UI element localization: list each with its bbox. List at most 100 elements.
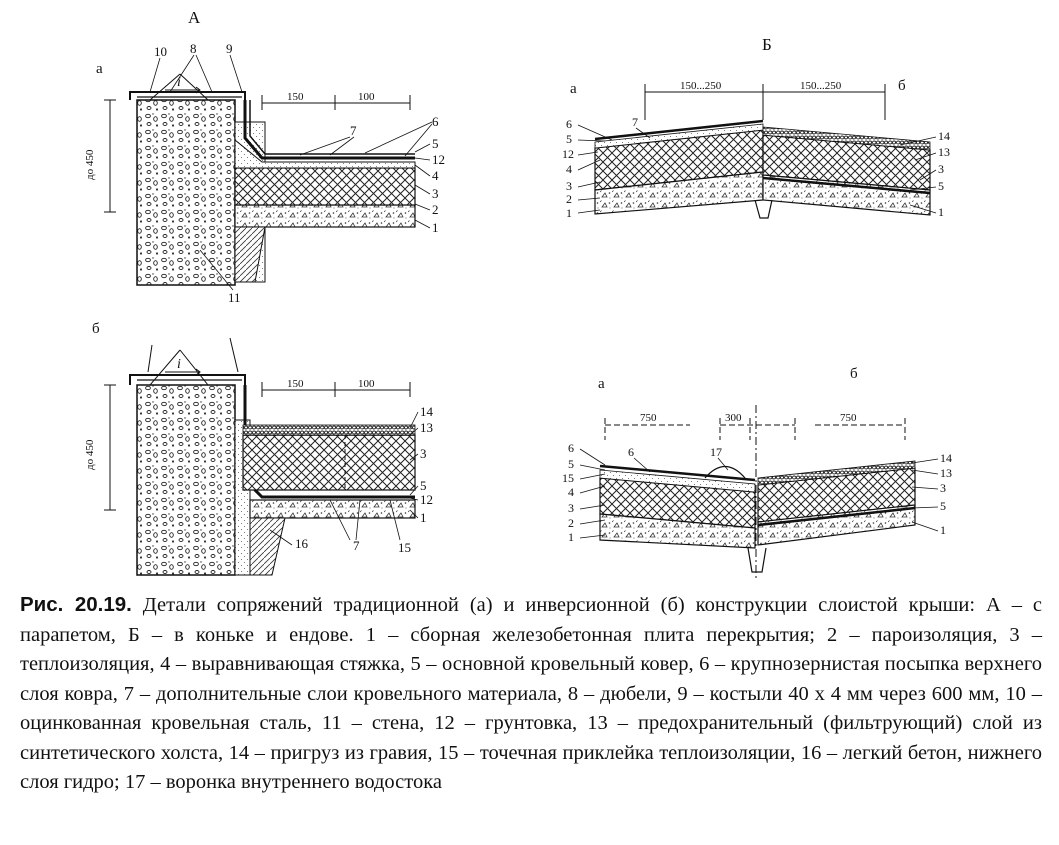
caption-text: Детали сопряжений традиционной (а) и инв… bbox=[20, 594, 1042, 793]
callout: 2 bbox=[432, 202, 439, 217]
detail-B-b-label: б bbox=[898, 78, 906, 94]
dim-vertical bbox=[104, 384, 116, 511]
callout: 7 bbox=[353, 538, 360, 553]
callout: 4 bbox=[566, 162, 572, 176]
callout: 16 bbox=[295, 536, 309, 551]
leader-lines-A-a bbox=[149, 54, 433, 291]
dim-100: 100 bbox=[358, 91, 375, 103]
callout: 5 bbox=[432, 136, 439, 151]
slab bbox=[249, 499, 416, 519]
parapet-wall bbox=[136, 99, 236, 286]
panel-A-title: А bbox=[188, 8, 201, 27]
callout: 5 bbox=[940, 499, 946, 513]
light-concrete bbox=[249, 517, 286, 576]
callouts-B-a: 6 5 12 4 3 2 1 7 14 13 3 5 1 bbox=[562, 115, 950, 220]
membrane-right bbox=[762, 176, 931, 195]
callout: 7 bbox=[632, 115, 638, 129]
callout: 3 bbox=[938, 162, 944, 176]
dim-label: 300 bbox=[725, 412, 742, 424]
slope-label: i bbox=[177, 75, 181, 90]
callout: 11 bbox=[228, 290, 241, 305]
slab-right bbox=[762, 174, 931, 216]
dim-valley bbox=[604, 418, 906, 440]
dim-horizontal bbox=[261, 95, 411, 110]
callout: 14 bbox=[940, 451, 952, 465]
detail-B-top: Б а б 150...250 150...250 6 5 12 4 3 2 1… bbox=[562, 35, 950, 220]
callout: 3 bbox=[940, 481, 946, 495]
callout: 1 bbox=[940, 523, 946, 537]
leader-lines-B-a bbox=[577, 124, 937, 214]
dim-150: 150 bbox=[287, 91, 304, 103]
callout: 13 bbox=[938, 145, 950, 159]
callout: 17 bbox=[710, 445, 722, 459]
callout: 5 bbox=[566, 132, 572, 146]
callout: 10 bbox=[154, 44, 167, 59]
leader-lines-A-b bbox=[269, 411, 419, 546]
callout: 9 bbox=[226, 41, 233, 56]
callout: 12 bbox=[562, 147, 574, 161]
dim-ridge bbox=[644, 84, 886, 120]
steel-flashing bbox=[129, 374, 246, 395]
callout: 3 bbox=[566, 179, 572, 193]
dim-100: 100 bbox=[358, 378, 375, 390]
roof-junction-figure: А а i до 450 150 100 10 8 9 bbox=[84, 8, 952, 580]
callout: 6 bbox=[566, 117, 572, 131]
callout: 1 bbox=[566, 206, 572, 220]
callout: 15 bbox=[398, 540, 411, 555]
insulation bbox=[234, 167, 416, 206]
callout: 14 bbox=[938, 129, 950, 143]
gravel-ballast bbox=[242, 424, 416, 436]
callout: 1 bbox=[568, 530, 574, 544]
detail-A-a-label: а bbox=[96, 61, 103, 77]
steel-flashing bbox=[129, 91, 246, 112]
detail-A-a: А а i до 450 150 100 10 8 9 bbox=[84, 8, 445, 305]
detail-B-b2-label: б bbox=[850, 366, 858, 382]
detail-A-b: б i до 450 150 100 14 13 3 5 12 1 bbox=[84, 321, 434, 576]
insulation bbox=[242, 434, 416, 491]
callout: 7 bbox=[350, 123, 357, 138]
membrane-left bbox=[599, 464, 756, 482]
detail-B-bottom: а б 750 300 750 6 5 15 4 3 2 1 6 17 14 bbox=[562, 366, 952, 580]
gravel-right bbox=[757, 460, 916, 486]
parapet-wall bbox=[136, 384, 236, 576]
callouts-A-a: 10 8 9 7 6 5 12 4 3 2 1 11 bbox=[154, 41, 445, 305]
callout: 1 bbox=[420, 510, 427, 525]
slab-support bbox=[234, 226, 266, 283]
callout: 12 bbox=[432, 152, 445, 167]
callout: 8 bbox=[190, 41, 197, 56]
roof-membrane bbox=[243, 100, 415, 160]
callouts-A-b: 14 13 3 5 12 1 16 7 15 bbox=[295, 404, 434, 555]
callout: 4 bbox=[568, 485, 574, 499]
callout: 2 bbox=[568, 516, 574, 530]
dim-vertical bbox=[104, 99, 116, 213]
callout: 6 bbox=[628, 445, 634, 459]
caption-label: Рис. 20.19. bbox=[20, 593, 132, 616]
callout: 5 bbox=[938, 179, 944, 193]
dim-vertical-label: до 450 bbox=[84, 149, 96, 180]
callout: 5 bbox=[568, 457, 574, 471]
callout: 15 bbox=[562, 471, 574, 485]
slab bbox=[234, 204, 416, 228]
dim-horizontal bbox=[261, 382, 411, 397]
callout: 12 bbox=[420, 492, 433, 507]
callout: 6 bbox=[432, 114, 439, 129]
callout: 3 bbox=[420, 446, 427, 461]
callout: 14 bbox=[420, 404, 434, 419]
membrane-right bbox=[757, 506, 916, 527]
dim-label: 150...250 bbox=[680, 80, 722, 92]
dim-label: 750 bbox=[640, 412, 657, 424]
slab-left bbox=[599, 513, 756, 549]
callout: 1 bbox=[432, 220, 439, 235]
callouts-B-b: 6 5 15 4 3 2 1 6 17 14 13 3 5 1 bbox=[562, 441, 952, 544]
membrane-left bbox=[594, 119, 764, 141]
callout: 1 bbox=[938, 205, 944, 219]
detail-A-b-label: б bbox=[92, 321, 100, 337]
detail-B-a2-label: а bbox=[598, 376, 605, 392]
callout: 4 bbox=[432, 168, 439, 183]
callout: 13 bbox=[420, 420, 433, 435]
figure-caption: Рис. 20.19. Детали сопряжений традиционн… bbox=[20, 590, 1042, 798]
callout: 13 bbox=[940, 466, 952, 480]
callout: 3 bbox=[432, 186, 439, 201]
dim-150: 150 bbox=[287, 378, 304, 390]
detail-B-a-label: а bbox=[570, 81, 577, 97]
